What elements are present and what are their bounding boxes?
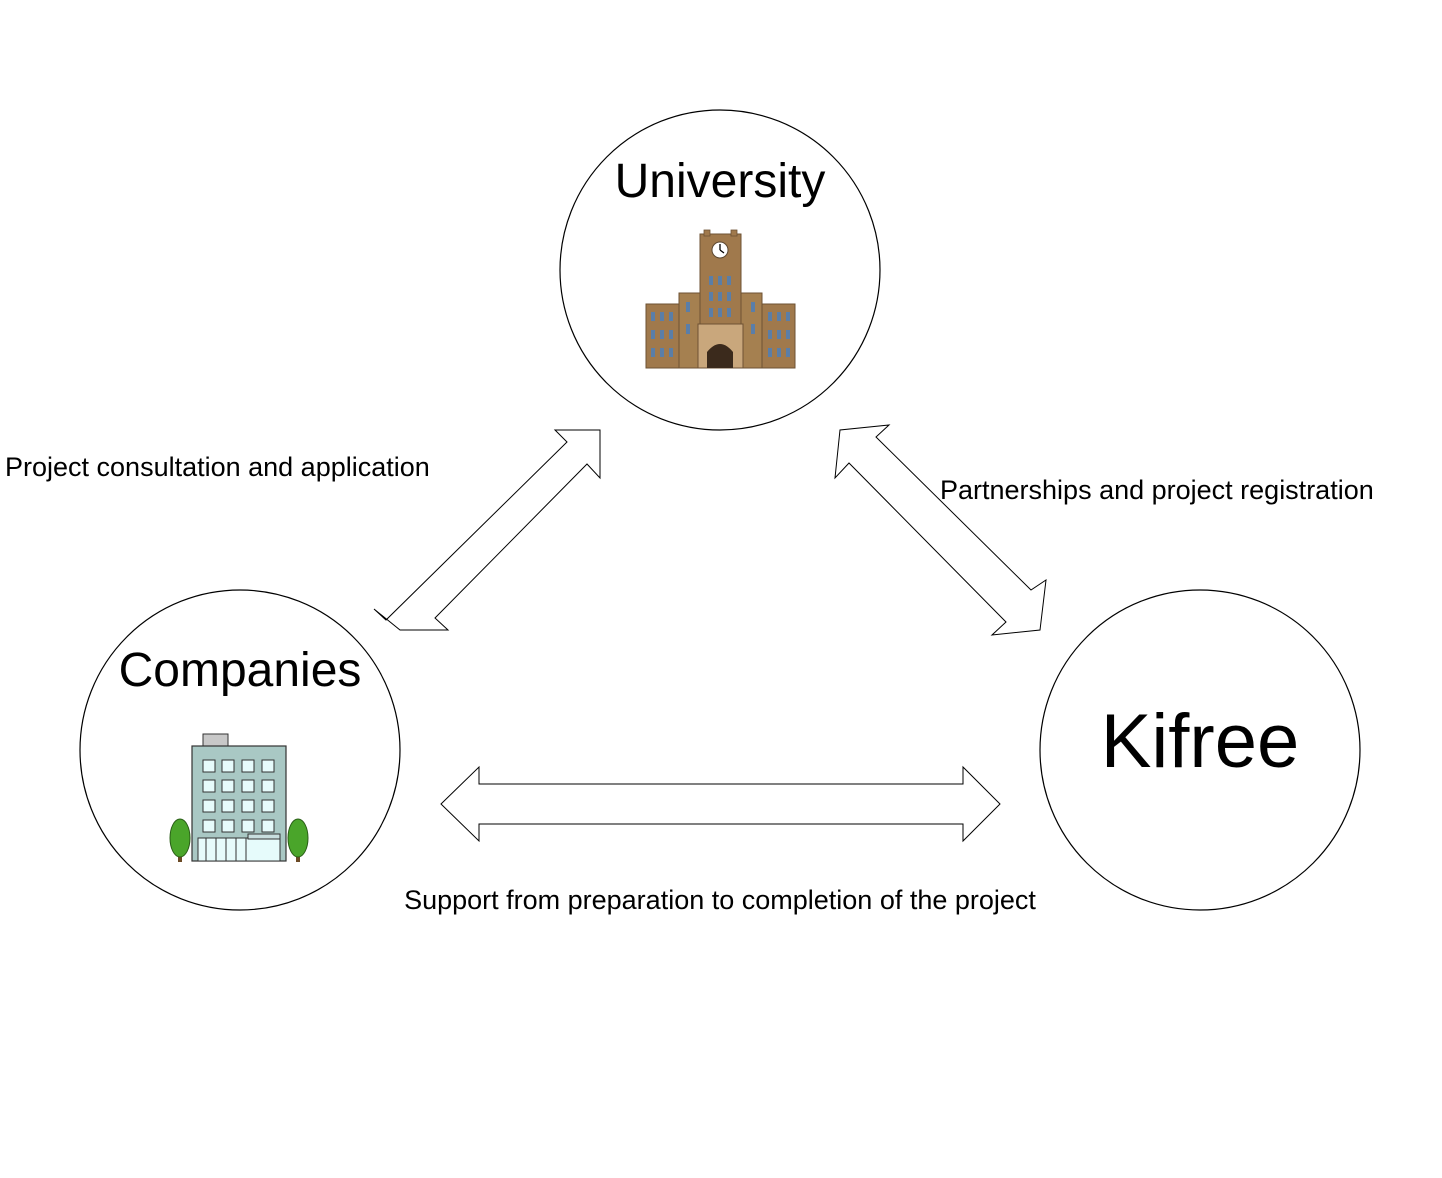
university-kifree-double-arrow (834, 424, 1047, 636)
companies-title: Companies (119, 644, 362, 697)
university-title: University (615, 155, 826, 208)
university-kifree-label: Partnerships and project registration (940, 475, 1374, 505)
companies-kifree-double-arrow (440, 765, 1001, 843)
companies-university-label: Project consultation and application (5, 452, 430, 482)
kifree-title: Kifree (1101, 699, 1300, 784)
kifree-circle (1039, 589, 1361, 911)
kifree-node: Kifree (1039, 589, 1361, 911)
university-node: University (559, 109, 881, 431)
companies-node: Companies (79, 589, 401, 911)
university-building-icon (645, 229, 796, 369)
companies-university-double-arrow (373, 429, 601, 631)
companies-kifree-label: Support from preparation to completion o… (404, 885, 1036, 915)
office-building-icon (169, 733, 309, 862)
